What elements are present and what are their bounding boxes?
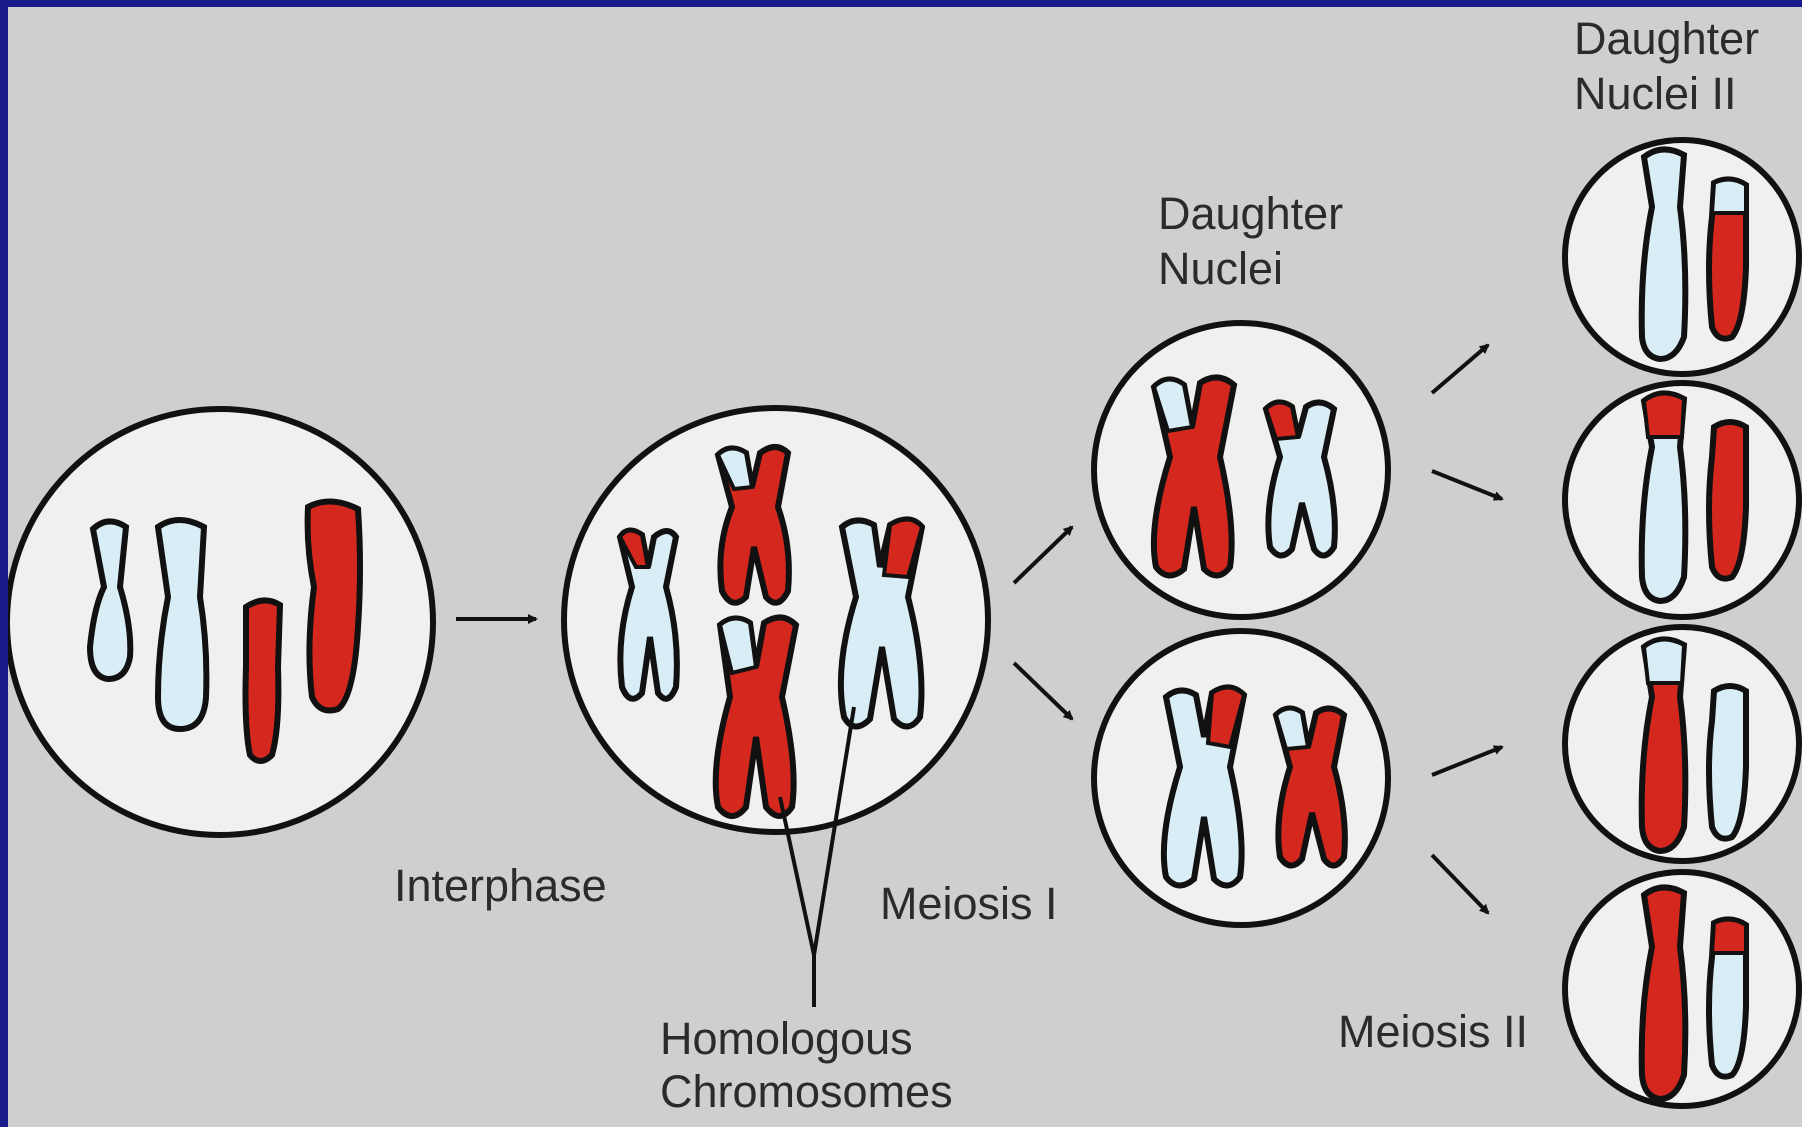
label-daughter-nuclei-ii-line1: Daughter [1574,13,1759,64]
homologous-cell [564,408,988,832]
daughter-nucleus-ii-4 [1565,872,1799,1106]
daughter-nucleus-bottom [1094,631,1388,925]
label-homologous-line2: Chromosomes [660,1066,953,1117]
chromosome-blue-large [158,520,206,729]
meiosis-diagram: Interphase Homologous Chromosomes Meiosi… [8,7,1802,1127]
arrow-3d [1432,855,1488,913]
arrow-3b [1432,471,1502,499]
daughter-nucleus-ii-2 [1565,383,1799,617]
label-daughter-nuclei-line2: Nuclei [1158,243,1283,294]
label-daughter-nuclei-line1: Daughter [1158,188,1343,239]
arrow-3a [1432,345,1488,393]
label-meiosis-ii: Meiosis II [1338,1006,1528,1057]
daughter-nucleus-top [1094,323,1388,617]
chromosome-blue-small [90,521,130,679]
arrow-3c [1432,747,1502,775]
label-meiosis-i: Meiosis I [880,878,1058,929]
chromosome-red-small [246,600,281,761]
arrow-2b [1014,663,1072,719]
chromosome-red-large [308,501,360,710]
label-interphase: Interphase [394,860,607,911]
interphase-cell [8,409,433,835]
daughter-nucleus-ii-3 [1565,627,1799,861]
label-homologous-line1: Homologous [660,1013,913,1064]
label-daughter-nuclei-ii-line2: Nuclei II [1574,68,1737,119]
arrow-2a [1014,527,1072,583]
daughter-nucleus-ii-1 [1565,140,1799,374]
